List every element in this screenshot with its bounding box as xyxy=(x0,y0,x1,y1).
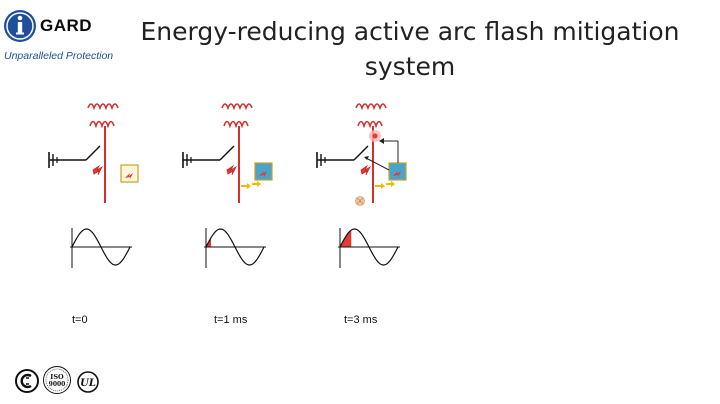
csa-certification-icon xyxy=(15,369,39,393)
current-waveform xyxy=(205,228,265,266)
arc-flash-icon xyxy=(360,164,371,176)
trip-arrow-icon xyxy=(379,138,384,144)
signal-arrow-icon xyxy=(386,181,395,187)
signal-arrow-icon xyxy=(252,181,261,187)
stage-1 xyxy=(182,103,273,268)
activation-line xyxy=(365,157,390,171)
signal-arrow-icon xyxy=(375,183,385,189)
current-waveform xyxy=(339,228,399,266)
iso-9000-seal-icon: ISO 9000 xyxy=(43,366,71,394)
transformer-secondary-coil xyxy=(357,120,383,129)
signal-arrow-icon xyxy=(241,183,251,189)
arc-flash-icon xyxy=(226,164,237,176)
grounding-switch xyxy=(219,145,235,161)
mitigation-device-icon xyxy=(372,133,378,139)
sensor-bolt-icon xyxy=(259,171,267,177)
stage-label-2: t=3 ms xyxy=(344,314,378,326)
brand-name: GARD xyxy=(40,16,93,35)
sensor-bolt-icon xyxy=(125,173,133,179)
sensor-bolt-icon xyxy=(393,171,401,177)
svg-text:9000: 9000 xyxy=(49,381,66,388)
grounding-switch xyxy=(353,145,369,161)
current-waveform xyxy=(71,228,131,266)
ul-certification-icon: UL xyxy=(77,371,99,393)
info-i-icon xyxy=(4,10,36,42)
stage-0 xyxy=(48,103,139,268)
arc-flash-icon xyxy=(92,164,103,176)
stage-label-1: t=1 ms xyxy=(214,314,248,326)
transformer-primary-coil xyxy=(221,103,253,111)
svg-text:UL: UL xyxy=(80,378,96,389)
gard-logo: GARD Unparalleled Protection xyxy=(2,8,142,62)
brand-tagline: Unparalleled Protection xyxy=(4,50,114,62)
transformer-primary-coil xyxy=(355,103,387,111)
transformer-secondary-coil xyxy=(89,120,115,129)
transformer-primary-coil xyxy=(87,103,119,111)
slide-title: Energy-reducing active arc flash mitigat… xyxy=(140,17,680,81)
grounding-switch xyxy=(85,145,101,161)
svg-text:ISO: ISO xyxy=(50,373,64,381)
stage-label-0: t=0 xyxy=(72,314,88,326)
transformer-secondary-coil xyxy=(223,120,249,129)
activation-arrow-icon xyxy=(364,156,369,160)
stage-2 xyxy=(316,103,407,268)
